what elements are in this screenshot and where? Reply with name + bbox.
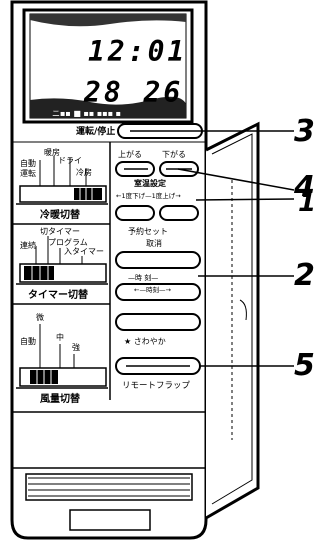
mode-label-run: 運転	[20, 169, 36, 178]
open-cover	[205, 121, 260, 520]
lcd-time: 12:01	[88, 35, 187, 68]
timer-switch-group	[16, 236, 108, 285]
fan-switch-group	[16, 324, 108, 389]
hour-label: —時 刻—	[128, 273, 158, 282]
timer-label-program: プログラム	[48, 237, 88, 247]
reserve-set-label: 予約セット	[128, 226, 168, 236]
fan-label-auto: 自動	[20, 336, 36, 346]
callout-1: 1	[298, 188, 317, 218]
hour-button[interactable]	[115, 283, 201, 301]
remote-flap-label: リモートフラップ	[122, 381, 191, 391]
mode-switch-title: 冷暖切替	[40, 208, 81, 221]
fan-label-mid: 中	[56, 332, 64, 342]
mode-label-auto: 自動	[20, 158, 36, 168]
callout-5: 5	[294, 348, 315, 383]
reserve-button-right[interactable]	[159, 205, 199, 221]
lcd-temps: 28 26	[83, 76, 183, 109]
cancel-label: 取消	[146, 238, 162, 248]
lcd-display: ■ ニ▪▪ ■ ▪▪ ▪▪▪ ▪	[22, 8, 194, 124]
run-stop-label: 運転/停止	[76, 125, 115, 137]
callout-3: 3	[294, 114, 315, 149]
temp-setting-sub: ←1度下げ—1度上げ→	[116, 191, 181, 200]
mode-label-cool: 冷房	[76, 167, 92, 177]
mode-label-heat: 暖房	[44, 147, 60, 157]
callout-2: 2	[294, 258, 315, 293]
timer-switch-title: タイマー切替	[28, 288, 89, 301]
svg-text:ニ▪▪ ■ ▪▪ ▪▪▪ ▪: ニ▪▪ ■ ▪▪ ▪▪▪ ▪	[52, 109, 121, 118]
mode-switch-group	[16, 156, 108, 205]
svg-text:■: ■	[46, 50, 55, 61]
fan-label-low: 微	[36, 312, 44, 322]
timer-label-on: 入タイマー	[64, 247, 104, 256]
battery-grill	[25, 473, 193, 531]
sawayaka-label: ★ さわやか	[124, 337, 166, 346]
temp-up-label: 上がる	[118, 149, 142, 159]
fan-label-high: 強	[72, 342, 80, 352]
mode-label-dry: ドライ	[58, 156, 82, 165]
fan-switch-title: 風量切替	[40, 392, 81, 405]
timer-label-off: 切タイマー	[40, 227, 80, 236]
callout-lines	[177, 130, 295, 367]
hour-sub-label: ←—時刻—→	[134, 285, 171, 294]
reserve-set-button[interactable]	[115, 251, 201, 269]
temp-setting-label: 室温設定	[134, 178, 166, 188]
callout-4: 4	[294, 170, 315, 205]
timer-label-continuous: 連続	[20, 240, 36, 250]
temp-down-label: 下がる	[162, 149, 186, 159]
sawayaka-button[interactable]	[115, 313, 201, 331]
reserve-button-left[interactable]	[115, 205, 155, 221]
